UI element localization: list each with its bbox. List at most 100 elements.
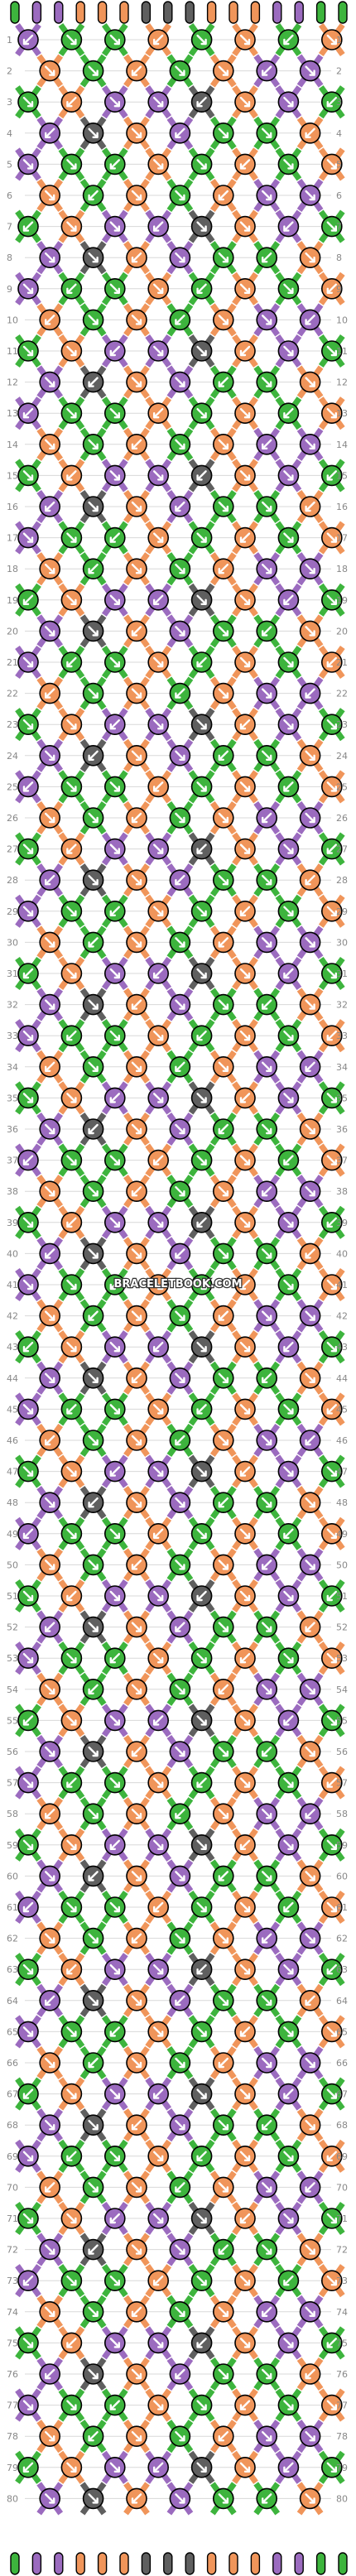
- knot: [275, 1828, 302, 1862]
- knot: [58, 1143, 85, 1177]
- knot: [79, 1672, 107, 1706]
- knot: [36, 1112, 64, 1146]
- knot: [123, 2232, 150, 2266]
- knot: [296, 54, 324, 88]
- row-label-left: 51: [7, 1591, 18, 1602]
- knot: [232, 956, 258, 991]
- knot: [296, 1361, 324, 1395]
- row-label-left: 34: [7, 1062, 18, 1073]
- knot: [232, 1019, 258, 1053]
- knot: [232, 2139, 258, 2173]
- knot: [58, 708, 85, 742]
- row-label-right: 5: [336, 159, 342, 170]
- row-label-left: 6: [7, 190, 12, 201]
- knot: [145, 334, 172, 368]
- row-label-right: 77: [336, 2401, 348, 2411]
- knot: [36, 2045, 64, 2080]
- knot: [318, 1579, 345, 1613]
- knot: [79, 178, 107, 213]
- knot: [232, 1704, 258, 1737]
- knot: [123, 1423, 150, 1458]
- knot: [275, 2326, 302, 2360]
- knot: [79, 365, 107, 399]
- strand-end-bottom: [185, 2552, 195, 2575]
- knot: [318, 2015, 345, 2049]
- knot: [58, 2264, 85, 2298]
- knot: [209, 925, 237, 959]
- knot: [253, 1734, 281, 1769]
- knot: [79, 2045, 107, 2080]
- knot: [36, 1423, 64, 1458]
- knot: [318, 1641, 345, 1675]
- knot: [145, 2264, 172, 2298]
- row-label-right: 66: [336, 2058, 348, 2069]
- knot: [318, 147, 345, 181]
- knot: [188, 708, 215, 742]
- knot: [253, 552, 281, 586]
- strand-end-bottom: [163, 2552, 173, 2575]
- strand-end-bottom: [141, 2552, 152, 2575]
- knot: [253, 2295, 281, 2328]
- knot: [209, 1486, 237, 1520]
- knot: [253, 1797, 281, 1831]
- row-label-left: 9: [7, 284, 12, 295]
- knot: [166, 1797, 194, 1831]
- knot: [36, 1050, 64, 1084]
- knot: [253, 1237, 281, 1271]
- row-label-left: 38: [7, 1186, 18, 1197]
- knot: [101, 1704, 128, 1737]
- knot: [101, 956, 128, 991]
- knot: [79, 676, 107, 710]
- knot: [101, 1766, 128, 1800]
- row-label-left: 21: [7, 657, 18, 668]
- knot: [296, 676, 324, 710]
- knot: [232, 1828, 258, 1862]
- row-label-left: 10: [7, 315, 18, 325]
- knot: [145, 272, 172, 305]
- knot: [36, 303, 64, 337]
- knot: [253, 1299, 281, 1333]
- knot: [296, 1486, 324, 1520]
- knot: [253, 1983, 281, 2017]
- strand-end-bottom: [54, 2552, 64, 2575]
- row-labels-right: 1234567891011121314151617181920212223242…: [336, 35, 348, 2504]
- knot: [209, 2420, 237, 2453]
- knot-grid: [15, 22, 345, 2516]
- row-label-left: 72: [7, 2245, 18, 2256]
- knot: [101, 1143, 128, 1177]
- row-label-right: 18: [336, 564, 348, 574]
- knot: [188, 1704, 215, 1737]
- knot: [15, 1267, 41, 1302]
- strand-end-top: [75, 1, 85, 24]
- row-label-left: 48: [7, 1497, 18, 1508]
- strand-end-bottom: [119, 2552, 129, 2575]
- knot: [275, 1267, 302, 1302]
- knot: [145, 1330, 172, 1364]
- strand-end-bottom: [206, 2552, 217, 2575]
- strand-end-top: [315, 1, 326, 24]
- knot: [145, 1454, 172, 1488]
- knot: [79, 1859, 107, 1893]
- knot: [166, 925, 194, 959]
- knot: [145, 645, 172, 680]
- knot: [232, 2326, 258, 2360]
- knot: [58, 1890, 85, 1925]
- row-label-right: 45: [336, 1404, 348, 1415]
- knot: [79, 1921, 107, 1955]
- row-label-left: 53: [7, 1653, 18, 1664]
- knot: [275, 1641, 302, 1675]
- knot: [166, 427, 194, 461]
- knot: [318, 85, 345, 119]
- knot: [166, 365, 194, 399]
- knot: [123, 1548, 150, 1582]
- row-label-right: 49: [336, 1529, 348, 1540]
- knot: [15, 22, 41, 57]
- knot: [209, 1983, 237, 2017]
- knot: [123, 54, 150, 88]
- knot: [209, 800, 237, 835]
- knot: [188, 645, 215, 680]
- knot: [145, 2139, 172, 2173]
- knot: [166, 1921, 194, 1955]
- knot: [166, 738, 194, 772]
- knot: [36, 614, 64, 648]
